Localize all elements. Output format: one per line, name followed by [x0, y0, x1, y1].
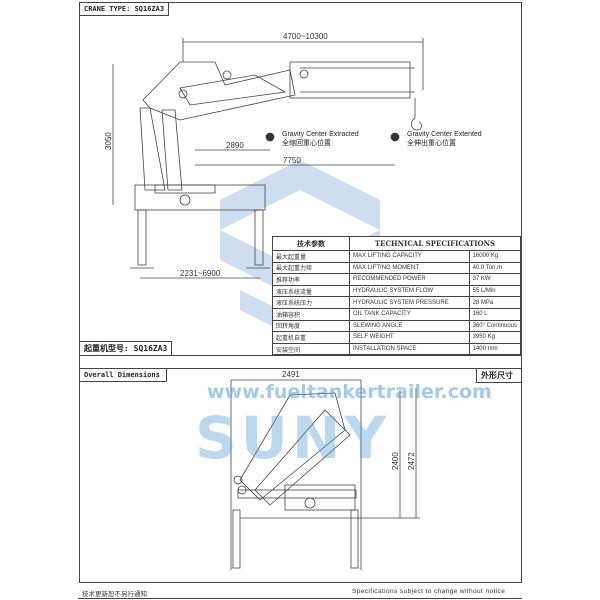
crane-type-label: CRANE TYPE: SQ16ZA3 [79, 2, 170, 16]
spec-value: 160 L [468, 307, 522, 321]
footer-note-en: Specifications subject to change without… [352, 588, 506, 595]
spec-value: 40.0 Ton.m [468, 261, 522, 275]
dim-overall-height2: 2472 [407, 452, 416, 470]
spec-cn: 液压系统压力 [271, 296, 351, 309]
gravity-retracted-en: Gravity Center Extracted [282, 131, 359, 138]
watermark-url: www.fueltankertrailer.com [207, 381, 492, 403]
spec-value: 55 L/Min [468, 284, 522, 298]
spec-cn: 起重机自重 [271, 331, 351, 344]
dim-overall-width: 2491 [282, 370, 300, 379]
spec-en: MAX LIFTING MOMENT [349, 261, 470, 275]
spec-cn: 回转角度 [271, 319, 351, 333]
spec-header-cn: 技术参数 [271, 236, 351, 251]
spec-value: 1400 mm [468, 342, 522, 356]
gravity-extended-note: Gravity Center Extented 全伸出重心位置 [407, 130, 482, 148]
footer-note-cn: 技术更新恕不另行通知 [82, 591, 147, 598]
spec-en: SELF WEIGHT [349, 331, 470, 344]
section-divider [79, 355, 522, 356]
spec-cn: 液压系统流量 [271, 284, 351, 298]
spec-en: INSTALLATION SPACE [349, 342, 470, 356]
spec-value: 28 MPa [468, 296, 522, 309]
dim-gc-retracted: 2890 [226, 141, 244, 150]
gravity-retracted-note: Gravity Center Extracted 全缩回重心位置 [282, 130, 359, 148]
crane-front-view [230, 379, 420, 570]
spec-header-row: 技术参数 TECHNICAL SPECIFICATIONS [271, 236, 521, 251]
spec-value: 3950 Kg [468, 331, 522, 344]
dim-overall-height1: 2400 [391, 452, 400, 470]
spec-cn: 安装空间 [271, 342, 351, 356]
spec-en: SLEWING ANGLE [349, 319, 470, 333]
spec-cn: 最大起重力矩 [271, 261, 351, 275]
spec-value: 37 KW [468, 273, 522, 286]
section-divider [79, 368, 522, 369]
spec-value: 360° Continuous [468, 319, 522, 333]
spec-en: HYDRAULIC SYSTEM FLOW [349, 284, 470, 298]
spec-cn: 油箱容积 [271, 307, 351, 321]
crane-model-label: 起重机型号: SQ16ZA3 [79, 341, 173, 356]
spec-cn: 推荐功率 [271, 273, 351, 286]
spec-header-en: TECHNICAL SPECIFICATIONS [349, 236, 521, 251]
spec-cn: 最大起重量 [271, 250, 351, 263]
overall-dimensions-cn-label: 外形尺寸 [476, 368, 522, 383]
dim-outrigger: 2231~6900 [180, 269, 221, 278]
gravity-extended-en: Gravity Center Extented [407, 131, 482, 138]
overall-dimensions-label: Overall Dimensions [79, 368, 167, 382]
footer-rule [78, 598, 522, 599]
dim-gc-extended: 7750 [283, 156, 301, 165]
gravity-retracted-cn: 全缩回重心位置 [282, 140, 331, 147]
spec-en: HYDRAULIC SYSTEM PRESSURE [349, 296, 470, 309]
drawing-frame [79, 2, 522, 583]
spec-value: 16000 Kg [468, 250, 522, 263]
dim-reach: 4700~10300 [283, 32, 328, 41]
dim-height: 3050 [104, 132, 113, 150]
gravity-extended-cn: 全伸出重心位置 [407, 140, 456, 147]
crane-side-view [112, 38, 424, 279]
spec-en: RECOMMENDED POWER [349, 273, 470, 286]
spec-en: MAX LIFTING CAPACITY [349, 250, 470, 263]
watermark-brand: SUNY [195, 404, 391, 472]
spec-en: OIL TANK CAPACITY [349, 307, 470, 321]
